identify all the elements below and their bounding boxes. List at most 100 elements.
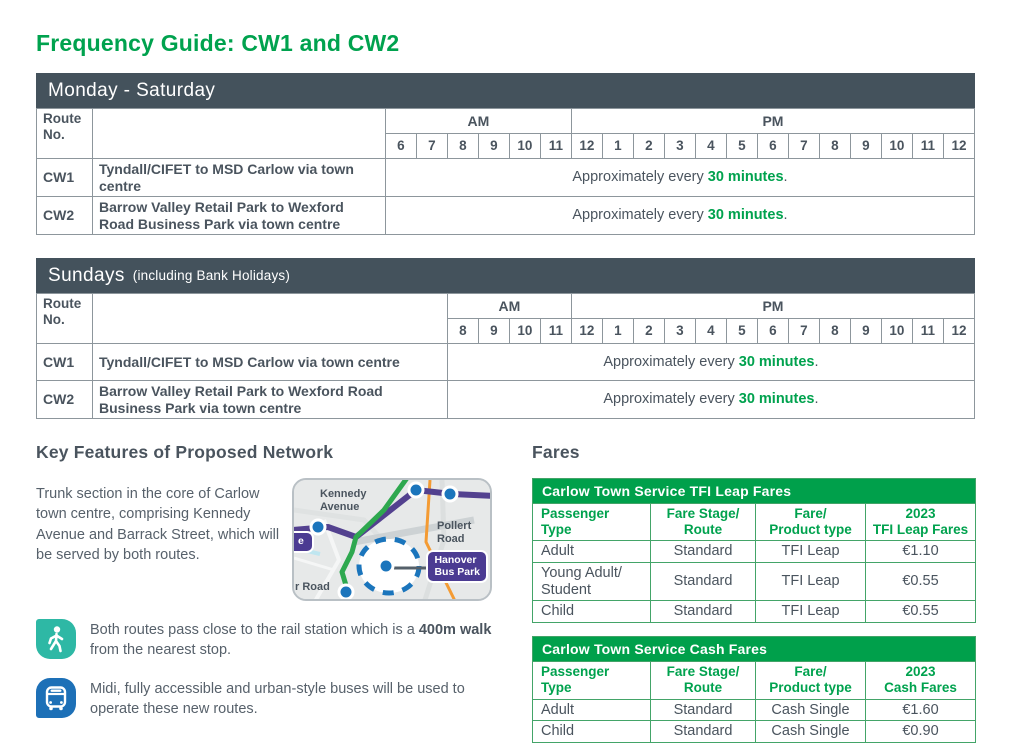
column-header: Passenger Type — [532, 503, 651, 542]
sundays-title: Sundays — [48, 264, 125, 286]
table-row-cw1: CW1 Tyndall/CIFET to MSD Carlow via town… — [36, 343, 976, 382]
table-row-cw1: CW1 Tyndall/CIFET to MSD Carlow via town… — [36, 157, 976, 198]
tfi-leap-fares-table: Carlow Town Service TFI Leap Fares Passe… — [531, 478, 977, 624]
hour-cell: 5 — [725, 133, 758, 159]
cash-fares-header-row: Passenger Type Fare Stage/ Route Fare/ P… — [532, 661, 977, 700]
hour-cell: 10 — [880, 133, 913, 159]
hour-cell: 8 — [446, 318, 479, 345]
fares-section: Fares Carlow Town Service TFI Leap Fares… — [531, 442, 977, 756]
hour-cell: 4 — [694, 133, 727, 159]
sundays-subtitle: (including Bank Holidays) — [132, 268, 291, 284]
table-row-cw2: CW2 Barrow Valley Retail Park to Wexford… — [36, 380, 976, 420]
fare-cell: Cash Single — [755, 720, 866, 743]
pm-header: PM — [570, 108, 976, 134]
fare-cell: TFI Leap — [755, 540, 866, 564]
route-number: CW1 — [36, 343, 93, 382]
fare-cell: €0.90 — [864, 720, 977, 743]
hour-cell: 10 — [880, 318, 913, 345]
hour-cell: 11 — [539, 133, 572, 159]
fare-cell: Young Adult/ Student — [532, 562, 651, 602]
column-header: Fare Stage/ Route — [650, 503, 756, 542]
fare-cell: Standard — [650, 600, 756, 624]
route-description: Tyndall/CIFET to MSD Carlow via town cen… — [92, 343, 448, 382]
key-features-section: Key Features of Proposed Network Trunk s… — [36, 442, 497, 756]
key-features-heading: Key Features of Proposed Network — [36, 442, 334, 463]
description-header — [92, 108, 386, 159]
sundays-header: Sundays (including Bank Holidays) — [36, 258, 975, 294]
hour-cell: 2 — [632, 133, 665, 159]
fare-cell: TFI Leap — [755, 600, 866, 624]
table-row-cw2: CW2 Barrow Valley Retail Park to Wexford… — [36, 196, 976, 236]
route-number: CW2 — [36, 196, 93, 236]
monday-saturday-header: Monday - Saturday — [36, 73, 975, 108]
am-header: AM — [384, 108, 572, 134]
cash-fares-table: Carlow Town Service Cash Fares Passenger… — [531, 636, 977, 743]
column-header: Fare/ Product type — [755, 503, 866, 542]
rail-station-text: Both routes pass close to the rail stati… — [90, 622, 492, 658]
map-label-kennedy-avenue: Kennedy Avenue — [320, 488, 367, 513]
route-description: Barrow Valley Retail Park to Wexford Roa… — [92, 380, 448, 420]
hour-cell: 3 — [663, 318, 696, 345]
map-label-road: r Road — [295, 581, 330, 594]
leap-fares-banner: Carlow Town Service TFI Leap Fares — [531, 478, 977, 505]
route-description: Barrow Valley Retail Park to Wexford Roa… — [92, 196, 386, 236]
hour-cell: 8 — [818, 318, 851, 345]
fare-cell: Standard — [650, 698, 756, 722]
hour-cell: 5 — [725, 318, 758, 345]
route-number: CW2 — [36, 380, 93, 420]
fare-cell: Adult — [532, 540, 651, 564]
fare-cell: Adult — [532, 698, 651, 722]
hour-cell: 8 — [818, 133, 851, 159]
fare-cell: Standard — [650, 562, 756, 602]
route-number: CW1 — [36, 157, 93, 198]
monday-saturday-table: Route No. AM PM 6 7 8 9 10 11 12 1 2 3 4… — [36, 108, 976, 236]
hour-cell: 11 — [911, 318, 944, 345]
leap-fares-header-row: Passenger Type Fare Stage/ Route Fare/ P… — [532, 503, 977, 542]
hour-cell: 9 — [477, 133, 510, 159]
route-no-header: Route No. — [36, 108, 93, 159]
hour-cell: 1 — [601, 318, 634, 345]
bus-type-text: Midi, fully accessible and urban-style b… — [90, 681, 465, 717]
hour-cell: 9 — [849, 318, 882, 345]
hour-cell: 2 — [632, 318, 665, 345]
hour-cell: 10 — [508, 318, 541, 345]
network-map: Kennedy Avenue Pollert Road r Road Hanov… — [292, 478, 492, 602]
fare-cell: Standard — [650, 540, 756, 564]
hour-cell: 9 — [477, 318, 510, 345]
map-label-hanover-bus-park: Hanover Bus Park — [426, 550, 488, 584]
hour-cell: 12 — [570, 318, 603, 345]
bottom-section: Key Features of Proposed Network Trunk s… — [36, 442, 977, 756]
hour-cell: 8 — [446, 133, 479, 159]
fares-heading: Fares — [532, 442, 580, 463]
map-label-pollerton-road: Pollert Road — [437, 520, 472, 545]
frequency-cell: Approximately every 30 minutes. — [446, 343, 976, 382]
fare-cell: Child — [532, 720, 651, 743]
column-header: Passenger Type — [532, 661, 651, 700]
hour-cell: 6 — [384, 133, 417, 159]
hour-cell: 12 — [570, 133, 603, 159]
stop-dots — [309, 481, 459, 600]
column-header: 2023 TFI Leap Fares — [864, 503, 977, 542]
sundays-table: Route No. AM PM 8 9 10 11 12 1 2 3 4 5 6… — [36, 293, 976, 420]
fare-cell: €1.60 — [864, 698, 977, 722]
table-row: Adult Standard TFI Leap €1.10 — [532, 540, 977, 564]
walk-icon — [36, 619, 76, 660]
frequency-cell: Approximately every 30 minutes. — [384, 157, 976, 198]
hour-cell: 12 — [942, 318, 976, 345]
map-label-cutoff: e — [294, 531, 314, 553]
hour-cell: 7 — [787, 318, 820, 345]
sundays-section: Sundays (including Bank Holidays) Route … — [36, 258, 976, 420]
hour-cell: 9 — [849, 133, 882, 159]
fare-cell: Standard — [650, 720, 756, 743]
hour-cell: 7 — [415, 133, 448, 159]
fare-cell: €1.10 — [864, 540, 977, 564]
column-header: 2023 Cash Fares — [864, 661, 977, 700]
fare-cell: Cash Single — [755, 698, 866, 722]
hour-cell: 6 — [756, 133, 789, 159]
fare-cell: Child — [532, 600, 651, 624]
am-header: AM — [446, 293, 572, 320]
bus-type-bullet: Midi, fully accessible and urban-style b… — [36, 678, 497, 719]
route-description: Tyndall/CIFET to MSD Carlow via town cen… — [92, 157, 386, 198]
fare-cell: TFI Leap — [755, 562, 866, 602]
